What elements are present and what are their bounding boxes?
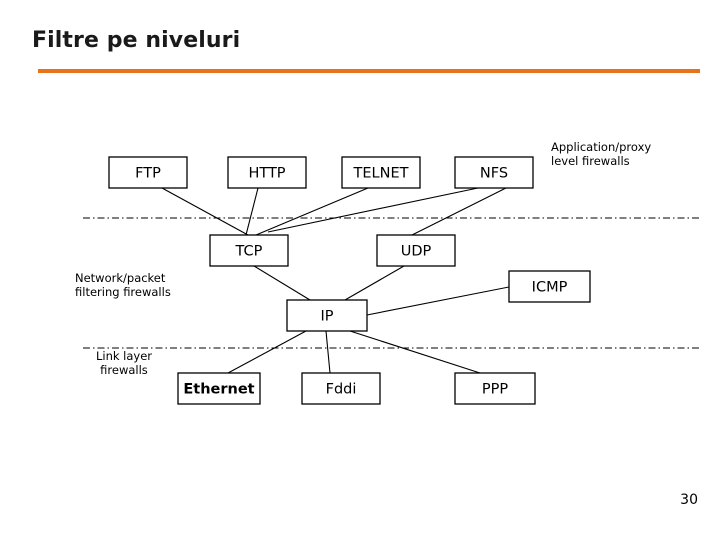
connection-telnet-to-tcp: [255, 187, 369, 236]
title-underline-rule: [38, 69, 700, 73]
node-nfs[interactable]: NFS: [454, 156, 534, 189]
application-proxy-label-line-1: Application/proxy: [551, 140, 651, 154]
node-telnet[interactable]: TELNET: [341, 156, 421, 189]
node-label-ethernet: Ethernet: [183, 382, 254, 398]
link-layer-label-line-2: firewalls: [100, 363, 148, 377]
connection-ip-to-fddi: [325, 330, 331, 374]
node-ip[interactable]: IP: [286, 299, 368, 332]
node-label-http: HTTP: [248, 166, 285, 182]
node-box-ftp: [108, 156, 188, 189]
node-fddi[interactable]: Fddi: [301, 372, 381, 405]
connection-ip-to-ethernet: [227, 330, 307, 374]
node-box-http: [227, 156, 307, 189]
page-title: Filtre pe niveluri: [32, 28, 241, 53]
node-box-nfs: [454, 156, 534, 189]
node-ethernet[interactable]: Ethernet: [177, 372, 261, 405]
node-box-telnet: [341, 156, 421, 189]
connection-tcp-to-ip: [253, 265, 311, 301]
node-ppp[interactable]: PPP: [454, 372, 536, 405]
node-box-ppp: [454, 372, 536, 405]
link-layer-label-line-1: Link layer: [96, 349, 152, 363]
connection-ip-to-ppp: [349, 330, 481, 374]
network-packet-label-line-1: Network/packet: [75, 271, 166, 285]
node-box-ethernet: [177, 372, 261, 405]
node-icmp[interactable]: ICMP: [508, 270, 591, 303]
node-boxes-group: FTP HTTP TELNET NFS TCP UDP ICMP IP Ethernet Fddi…: [108, 156, 591, 405]
node-label-nfs: NFS: [480, 166, 508, 182]
node-box-udp: [376, 234, 456, 267]
connection-nfs-to-tcp: [267, 187, 479, 233]
connection-nfs-to-udp: [411, 187, 507, 236]
node-ftp[interactable]: FTP: [108, 156, 188, 189]
node-udp[interactable]: UDP: [376, 234, 456, 267]
node-box-tcp: [209, 234, 289, 267]
node-label-icmp: ICMP: [532, 280, 568, 296]
node-label-ip: IP: [320, 309, 333, 325]
connection-lines-group: [161, 187, 510, 374]
network-packet-label-line-2: filtering firewalls: [75, 285, 171, 299]
node-tcp[interactable]: TCP: [209, 234, 289, 267]
application-proxy-label-line-2: level firewalls: [551, 154, 630, 168]
connection-udp-to-ip: [344, 265, 405, 301]
node-label-ppp: PPP: [482, 382, 508, 398]
page-number: 30: [680, 492, 698, 508]
node-label-fddi: Fddi: [326, 382, 357, 398]
node-label-udp: UDP: [401, 244, 432, 260]
connection-ip-to-icmp: [366, 286, 510, 316]
node-http[interactable]: HTTP: [227, 156, 307, 189]
node-label-telnet: TELNET: [353, 166, 409, 182]
node-box-ip: [286, 299, 368, 332]
layer-divider-group: [83, 217, 700, 349]
node-label-ftp: FTP: [135, 166, 161, 182]
node-box-fddi: [301, 372, 381, 405]
node-box-icmp: [508, 270, 591, 303]
connection-ftp-to-tcp: [161, 187, 249, 236]
node-label-tcp: TCP: [235, 244, 263, 260]
connection-http-to-tcp: [245, 187, 259, 236]
